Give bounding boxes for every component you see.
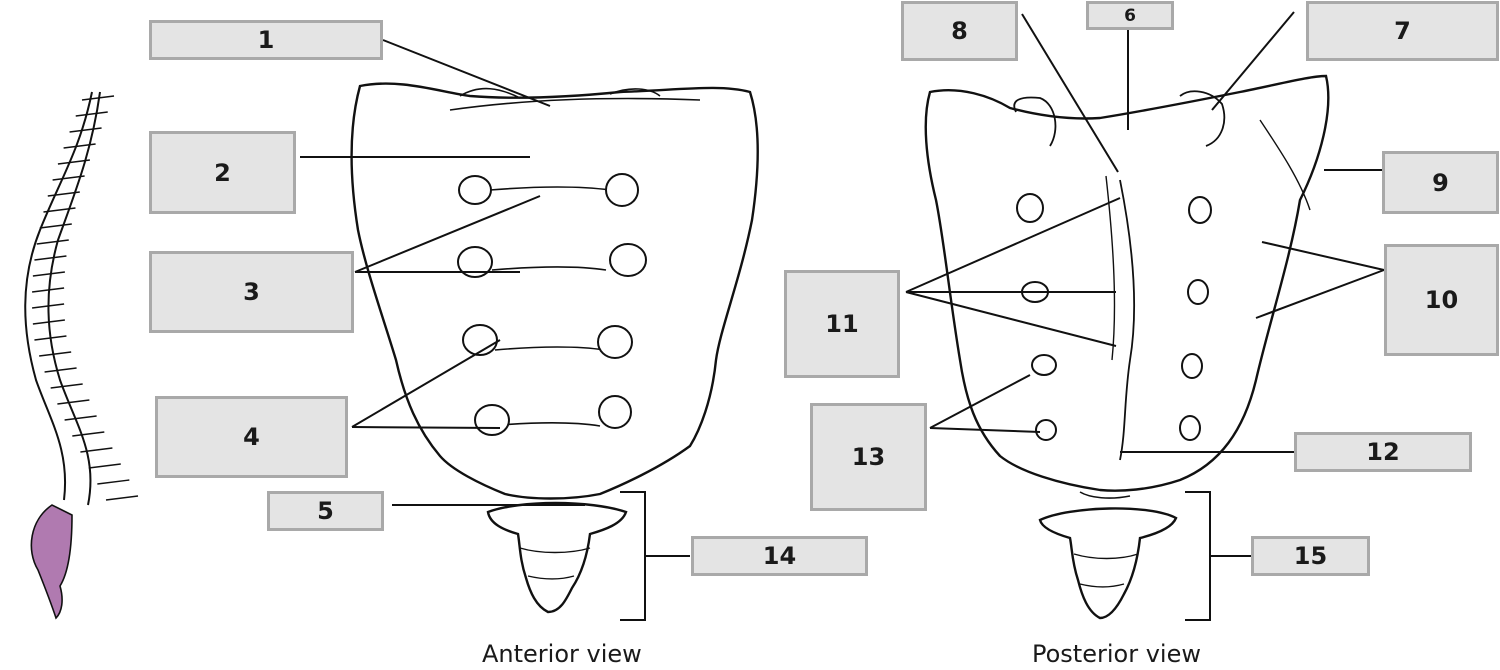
vertebra-mark	[80, 447, 113, 453]
vertebral-column-illustration	[24, 91, 139, 620]
sacrum-anterior-illustration	[350, 82, 759, 614]
label-box-15[interactable]: 15	[1251, 536, 1370, 576]
vertebra-mark	[34, 335, 67, 341]
vertebra-mark	[44, 367, 77, 373]
vertebra-mark	[36, 239, 69, 245]
vertebra-mark	[32, 319, 65, 325]
vertebra-mark	[69, 127, 102, 133]
label-box-7[interactable]: 7	[1306, 1, 1499, 61]
sacrum-posterior-illustration	[924, 74, 1330, 620]
label-box-4[interactable]: 4	[155, 396, 348, 478]
vertebra-mark	[34, 255, 67, 261]
vertebra-mark	[39, 223, 72, 229]
sacrum-highlight	[30, 504, 73, 620]
vertebra-mark	[43, 207, 76, 213]
label-box-14[interactable]: 14	[691, 536, 868, 576]
vertebra-mark	[57, 159, 90, 165]
vertebra-mark	[32, 303, 65, 309]
label-box-1[interactable]: 1	[149, 20, 383, 60]
label-box-5[interactable]: 5	[267, 491, 384, 531]
label-box-2[interactable]: 2	[149, 131, 296, 214]
vertebra-mark	[57, 399, 90, 405]
vertebra-mark	[50, 383, 83, 389]
label-box-3[interactable]: 3	[149, 251, 354, 333]
label-box-10[interactable]: 10	[1384, 244, 1499, 356]
vertebra-mark	[81, 95, 115, 101]
vertebra-mark	[75, 111, 108, 117]
caption-posterior-view: Posterior view	[1032, 640, 1201, 668]
label-box-12[interactable]: 12	[1294, 432, 1472, 472]
vertebra-mark	[63, 143, 96, 149]
vertebra-mark	[88, 463, 121, 469]
label-box-11[interactable]: 11	[784, 270, 900, 378]
vertebra-mark	[105, 495, 139, 501]
label-box-13[interactable]: 13	[810, 403, 927, 511]
caption-anterior-view: Anterior view	[482, 640, 642, 668]
vertebra-mark	[72, 431, 105, 437]
vertebra-mark	[47, 191, 80, 197]
vertebra-mark	[32, 271, 65, 277]
label-box-8[interactable]: 8	[901, 1, 1018, 61]
vertebra-mark	[32, 287, 65, 293]
vertebra-mark	[39, 351, 72, 357]
vertebra-mark	[52, 175, 85, 181]
label-box-6[interactable]: 6	[1086, 1, 1174, 30]
label-box-9[interactable]: 9	[1382, 151, 1499, 214]
vertebra-mark	[97, 479, 130, 485]
vertebra-mark	[64, 415, 97, 421]
leader-lines	[300, 11, 1385, 621]
